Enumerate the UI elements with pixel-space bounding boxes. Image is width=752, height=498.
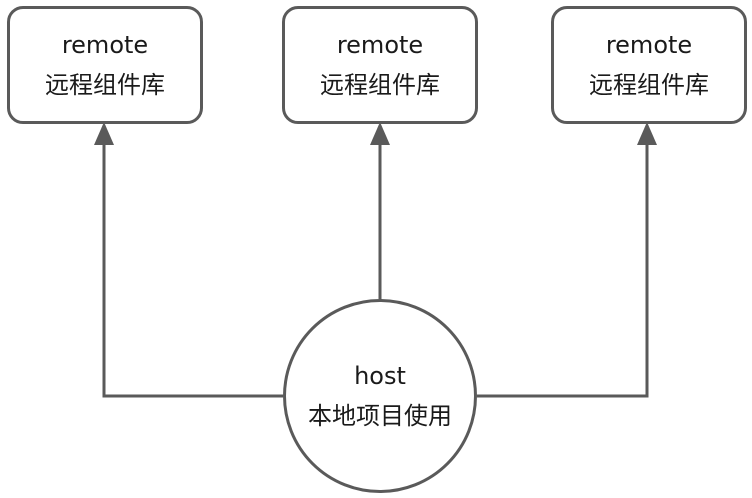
- remote-node-subtitle: 远程组件库: [320, 71, 440, 99]
- remote-node-title: remote: [336, 31, 424, 59]
- arrowhead-middle: [370, 122, 390, 145]
- remote-node-subtitle: 远程组件库: [589, 71, 709, 99]
- remote-node-left: remote 远程组件库: [7, 6, 203, 124]
- remote-node-right: remote 远程组件库: [551, 6, 747, 124]
- remote-node-middle: remote 远程组件库: [282, 6, 478, 124]
- remote-node-title: remote: [61, 31, 149, 59]
- connector-left: [102, 140, 283, 398]
- remote-node-subtitle: 远程组件库: [45, 71, 165, 99]
- host-node: host 本地项目使用: [283, 299, 477, 493]
- host-node-subtitle: 本地项目使用: [308, 402, 452, 430]
- arrowhead-right: [637, 122, 657, 145]
- arrowhead-left: [94, 122, 114, 145]
- remote-node-title: remote: [605, 31, 693, 59]
- connector-right: [477, 140, 649, 398]
- host-node-title: host: [354, 362, 406, 390]
